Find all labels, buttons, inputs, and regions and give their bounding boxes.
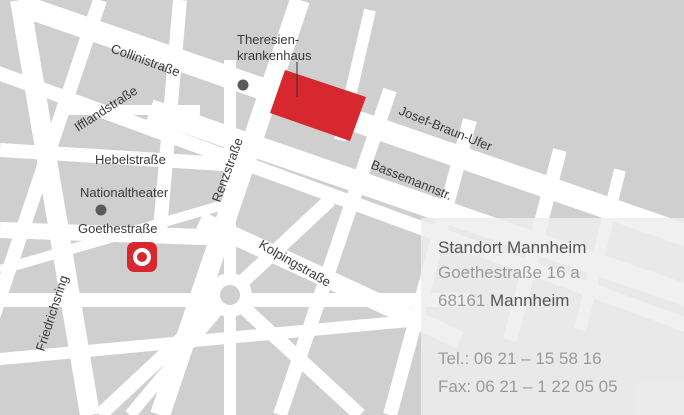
street-diag-sw2: [125, 291, 235, 415]
street-collini: [16, 0, 684, 247]
info-street: Goethestraße 16 a: [438, 263, 580, 282]
street-label-goethe: Goethestraße: [78, 221, 158, 236]
street-h-c: [0, 314, 421, 366]
info-phone[interactable]: 06 21 – 15 58 16: [473, 349, 602, 368]
info-panel: Standort Mannheim Goethestraße 16 a 6816…: [421, 218, 684, 415]
hospital-building: [270, 70, 366, 141]
street-label-hebel: Hebelstraße: [95, 152, 166, 167]
roundabout-center: [220, 285, 240, 305]
street-hebel: [0, 143, 241, 172]
info-fax: 06 21 – 1 22 05 05: [475, 377, 618, 396]
info-fax-line: Fax: 06 21 – 1 22 05 05: [438, 377, 618, 397]
info-phone-label: Tel.:: [438, 349, 470, 368]
info-title: Standort Mannheim: [438, 238, 587, 257]
poi-label-hospital-1: Theresien-: [237, 32, 299, 47]
target-location-icon[interactable]: [127, 242, 157, 272]
theater-dot-icon: [95, 204, 107, 216]
poi-label-hospital-2: krankenhaus: [237, 48, 312, 63]
street-diag-se: [225, 289, 365, 415]
poi-label-theater: Nationaltheater: [80, 185, 169, 200]
info-address-line: 68161 Mannheim: [438, 291, 569, 311]
info-city: Mannheim: [490, 291, 570, 310]
street-diag-w: [0, 195, 242, 275]
hospital-dot-icon: [237, 79, 249, 91]
info-phone-line: Tel.: 06 21 – 15 58 16: [438, 349, 602, 369]
info-fax-label: Fax:: [438, 377, 472, 396]
street-ring-b: [0, 0, 107, 319]
info-postal: 68161: [438, 291, 486, 310]
